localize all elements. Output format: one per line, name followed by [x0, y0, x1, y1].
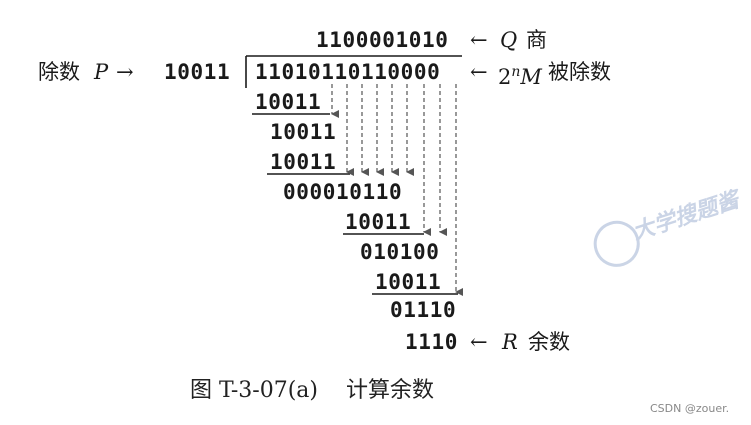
quotient-arrow: ←: [470, 28, 488, 52]
divisor-arrow: →: [116, 60, 134, 84]
step-4-subtrahend: 10011: [375, 270, 442, 294]
dividend-expr-var: M: [520, 65, 542, 89]
figure-caption: 图 T-3-07(a) 计算余数: [190, 372, 434, 404]
quotient-symbol: Q: [500, 28, 518, 52]
dividend-label: 被除数: [548, 60, 611, 84]
dividend-expr-exp: n: [511, 64, 521, 80]
remainder-label: 余数: [528, 330, 570, 354]
step-1-result: 10011: [270, 120, 337, 144]
divisor-label: 除数: [38, 60, 80, 84]
footer-credit: CSDN @zouer.: [650, 402, 730, 415]
step-1-subtrahend: 10011: [255, 90, 322, 114]
dividend-expression: 2nM: [498, 60, 542, 89]
quotient-value: 1100001010: [316, 28, 449, 52]
step-3-result: 010100: [360, 240, 440, 264]
step-2-subtrahend: 10011: [270, 150, 337, 174]
remainder-symbol: R: [502, 330, 518, 354]
step-3-subtrahend: 10011: [345, 210, 412, 234]
dividend-arrow: ←: [470, 60, 488, 84]
figure-number: 图 T-3-07(a): [190, 378, 318, 403]
divisor-symbol: P: [94, 60, 109, 84]
figure-title: 计算余数: [345, 378, 434, 403]
step-2-result: 000010110: [283, 180, 403, 204]
quotient-label: 商: [526, 28, 547, 52]
divisor-value: 10011: [164, 60, 231, 84]
dividend-expr-base: 2: [498, 65, 512, 89]
dividend-value: 11010110110000: [255, 60, 441, 84]
remainder-arrow: ←: [470, 330, 488, 354]
step-4-result: 01110: [390, 298, 457, 322]
remainder-value: 1110: [405, 330, 458, 354]
